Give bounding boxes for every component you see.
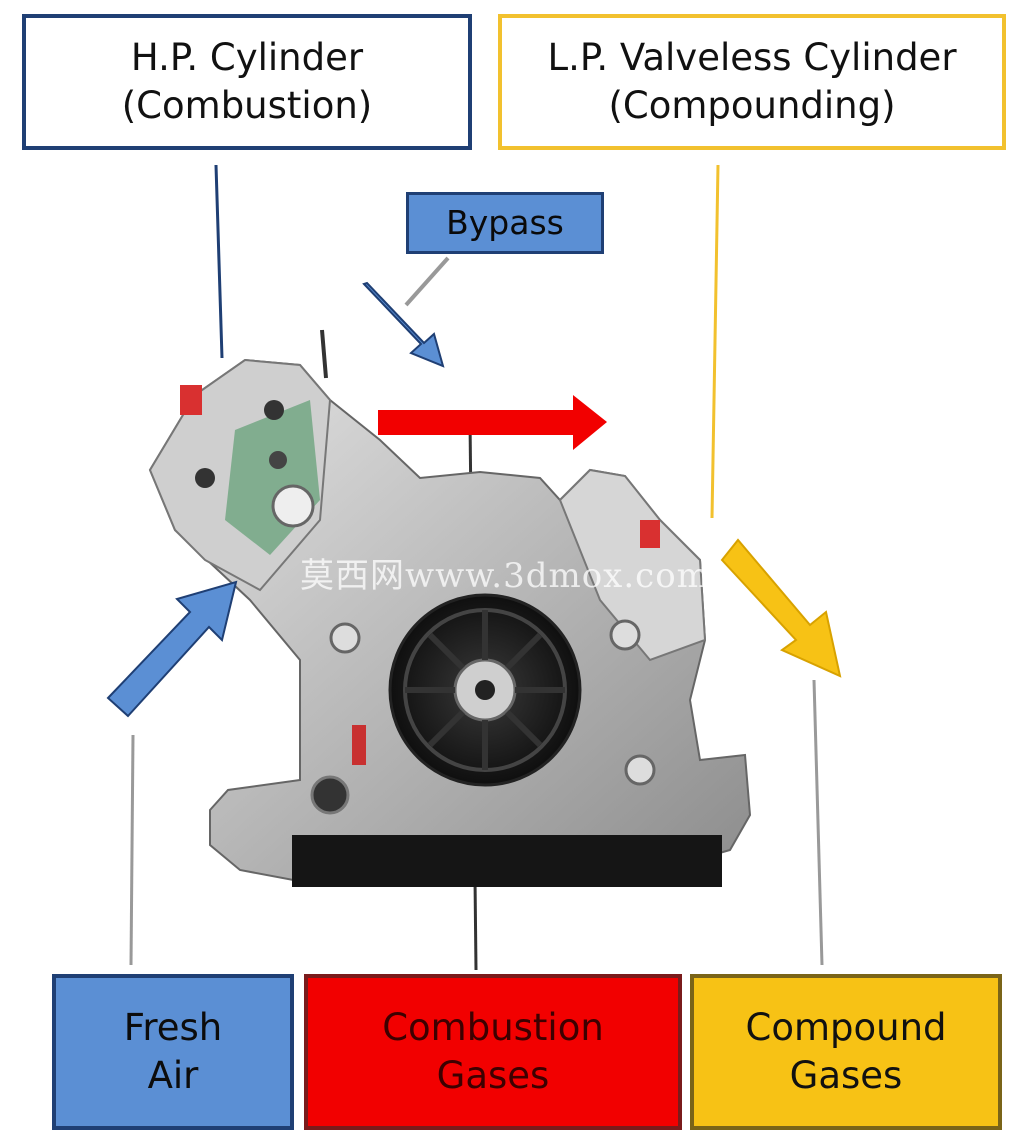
legend-fresh-air-line1: Fresh bbox=[123, 1005, 223, 1049]
lp-cylinder-subtitle: (Compounding) bbox=[608, 84, 896, 127]
hp-cylinder-subtitle: (Combustion) bbox=[121, 84, 373, 127]
legend-combustion-line2: Gases bbox=[436, 1054, 550, 1097]
hp-cylinder-title: H.P. Cylinder bbox=[130, 35, 364, 79]
legend-compound-line1: Compound bbox=[745, 1005, 947, 1049]
legend-compound-gases: Compound Gases bbox=[690, 974, 1002, 1130]
lp-leader-line bbox=[710, 164, 720, 519]
engine-block-illustration bbox=[148, 329, 752, 887]
legend-combustion-line1: Combustion bbox=[382, 1005, 604, 1049]
hp-cylinder-label: H.P. Cylinder (Combustion) bbox=[22, 14, 472, 150]
compound-arrow bbox=[720, 538, 842, 678]
fresh-air-leader-line bbox=[129, 734, 135, 966]
bypass-label: Bypass bbox=[406, 192, 604, 254]
legend-fresh-air: Fresh Air bbox=[52, 974, 294, 1130]
legend-fresh-air-line2: Air bbox=[147, 1054, 199, 1097]
bypass-arrow bbox=[362, 281, 445, 368]
hp-leader-line bbox=[214, 164, 224, 359]
lp-cylinder-title: L.P. Valveless Cylinder bbox=[547, 35, 957, 79]
legend-compound-line2: Gases bbox=[789, 1054, 903, 1097]
watermark-text: 莫西网www.3dmox.com bbox=[300, 556, 710, 596]
combustion-arrow bbox=[378, 395, 607, 450]
legend-combustion-gases: Combustion Gases bbox=[304, 974, 682, 1130]
bypass-leader-line bbox=[404, 256, 450, 307]
bypass-text: Bypass bbox=[446, 202, 564, 242]
compound-leader-line bbox=[812, 679, 824, 966]
fresh-air-arrow bbox=[106, 580, 238, 718]
lp-cylinder-label: L.P. Valveless Cylinder (Compounding) bbox=[498, 14, 1006, 150]
